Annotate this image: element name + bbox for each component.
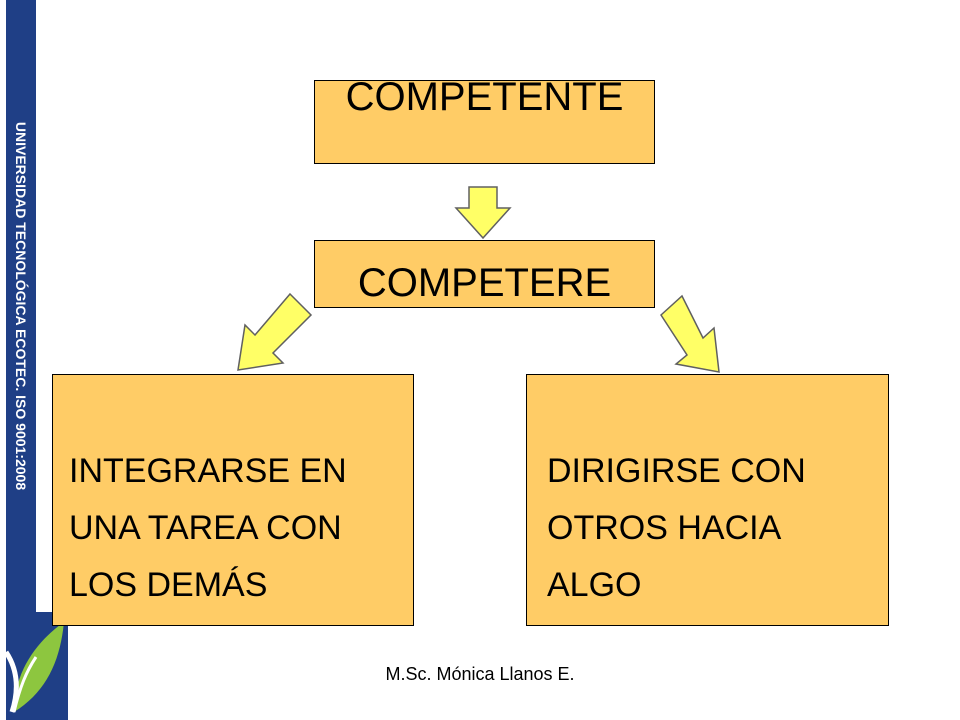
dirigirse-line-3: ALGO: [547, 566, 642, 604]
integrarse-line-1: INTEGRARSE EN: [69, 452, 347, 490]
competente-box: COMPETENTE: [314, 75, 655, 164]
author-footer: M.Sc. Mónica Llanos E.: [385, 664, 575, 684]
competente-label: COMPETENTE: [345, 75, 624, 119]
dirigirse-line-2: OTROS HACIA: [547, 509, 782, 547]
dirigirse-text: DIRIGIRSE CON OTROS HACIA ALGO: [547, 443, 806, 614]
institution-name: UNIVERSIDAD TECNOLÓGICA ECOTEC. ISO 9001…: [13, 121, 29, 491]
integrarse-box: INTEGRARSE EN UNA TAREA CON LOS DEMÁS: [52, 374, 414, 626]
ecotec-leaf-logo: [6, 612, 68, 720]
integrarse-text: INTEGRARSE EN UNA TAREA CON LOS DEMÁS: [69, 443, 347, 614]
institution-sidebar: UNIVERSIDAD TECNOLÓGICA ECOTEC. ISO 9001…: [6, 0, 36, 612]
arrow-down-left-icon: [237, 292, 313, 371]
integrarse-line-3: LOS DEMÁS: [69, 566, 268, 604]
dirigirse-line-1: DIRIGIRSE CON: [547, 452, 806, 490]
arrow-down-right-icon: [660, 294, 720, 373]
arrow-down-icon: [454, 186, 512, 240]
competere-box: COMPETERE: [314, 240, 655, 308]
competere-label: COMPETERE: [357, 261, 612, 305]
dirigirse-box: DIRIGIRSE CON OTROS HACIA ALGO: [526, 374, 889, 626]
integrarse-line-2: UNA TAREA CON: [69, 509, 342, 547]
